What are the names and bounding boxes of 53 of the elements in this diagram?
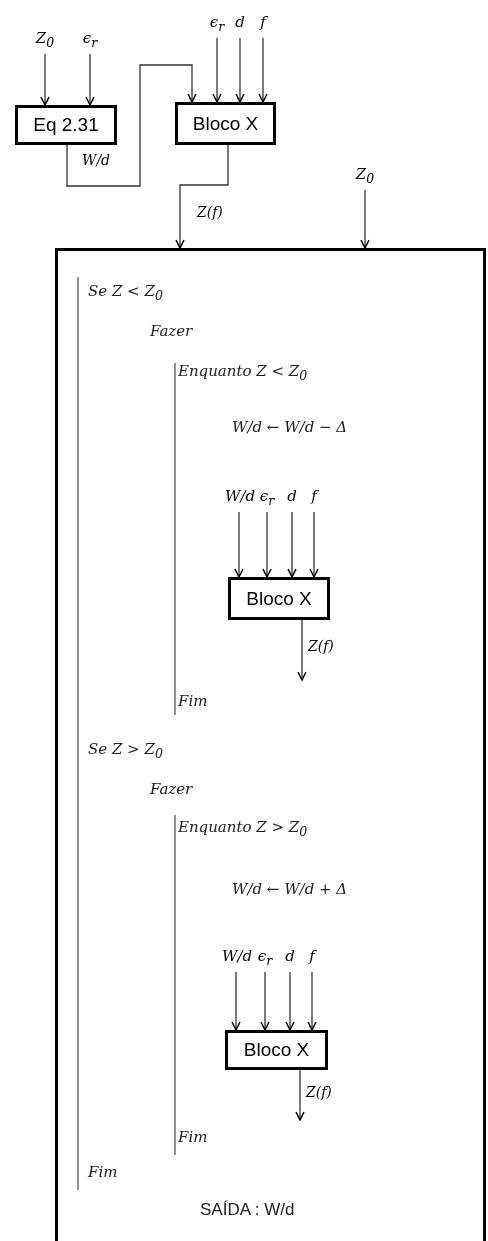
process-box: Bloco X [228, 577, 330, 620]
arrow [309, 511, 319, 578]
process-box: Eq 2.31 [15, 105, 117, 145]
arrow [235, 37, 245, 103]
input-variable: Z$_{0}$ [30, 26, 60, 50]
input-variable: f [306, 484, 322, 508]
edge-label: W/d [80, 152, 113, 168]
step-text: Fazer [150, 780, 193, 798]
input-variable: ϵ$_{r}$ [76, 26, 104, 50]
input-variable: ϵ$_{r}$ [254, 484, 280, 508]
arrow [234, 511, 244, 578]
arrow [40, 53, 50, 106]
arrow [307, 971, 317, 1031]
arrow [175, 144, 229, 249]
input-variable: W/d [225, 484, 253, 508]
arrow [262, 511, 272, 578]
assignment-text: W/d ← W/d − Δ [232, 418, 348, 436]
arrow [260, 971, 270, 1031]
arrow [285, 971, 295, 1031]
output-text: SAÍDA : W/d [200, 1200, 295, 1220]
assignment-text: W/d ← W/d + Δ [232, 880, 348, 898]
loop-text: Enquanto Z < Z$_{0}$ [178, 362, 308, 383]
arrow [66, 64, 197, 187]
input-variable: W/d [222, 944, 250, 968]
step-text: Fazer [150, 322, 193, 340]
input-variable: d [282, 944, 298, 968]
edge-label: Z(f) [195, 204, 225, 220]
arrow [212, 37, 222, 103]
arrow [287, 511, 297, 578]
arrow [360, 189, 370, 249]
end-text: Fim [88, 1163, 118, 1181]
end-text: Fim [178, 1128, 208, 1146]
condition-text: Se Z > Z$_{0}$ [88, 740, 163, 761]
process-box: Bloco X [225, 1030, 328, 1070]
arrow [295, 1069, 305, 1121]
condition-text: Se Z < Z$_{0}$ [88, 282, 163, 303]
process-box: Bloco X [175, 102, 276, 145]
edge-label: Z(f) [304, 1084, 334, 1100]
loop-text: Enquanto Z > Z$_{0}$ [178, 818, 308, 839]
input-variable: ϵ$_{r}$ [205, 10, 229, 34]
input-variable: ϵ$_{r}$ [252, 944, 278, 968]
arrow [297, 619, 307, 681]
input-variable: f [304, 944, 320, 968]
arrow [85, 53, 95, 106]
algorithm-frame [55, 248, 486, 1241]
input-variable: Z$_{0}$ [350, 162, 380, 186]
arrow [231, 971, 241, 1031]
end-text: Fim [178, 692, 208, 710]
edge-label: Z(f) [306, 638, 336, 654]
input-variable: f [255, 10, 271, 34]
input-variable: d [232, 10, 248, 34]
arrow [258, 37, 268, 103]
input-variable: d [284, 484, 300, 508]
